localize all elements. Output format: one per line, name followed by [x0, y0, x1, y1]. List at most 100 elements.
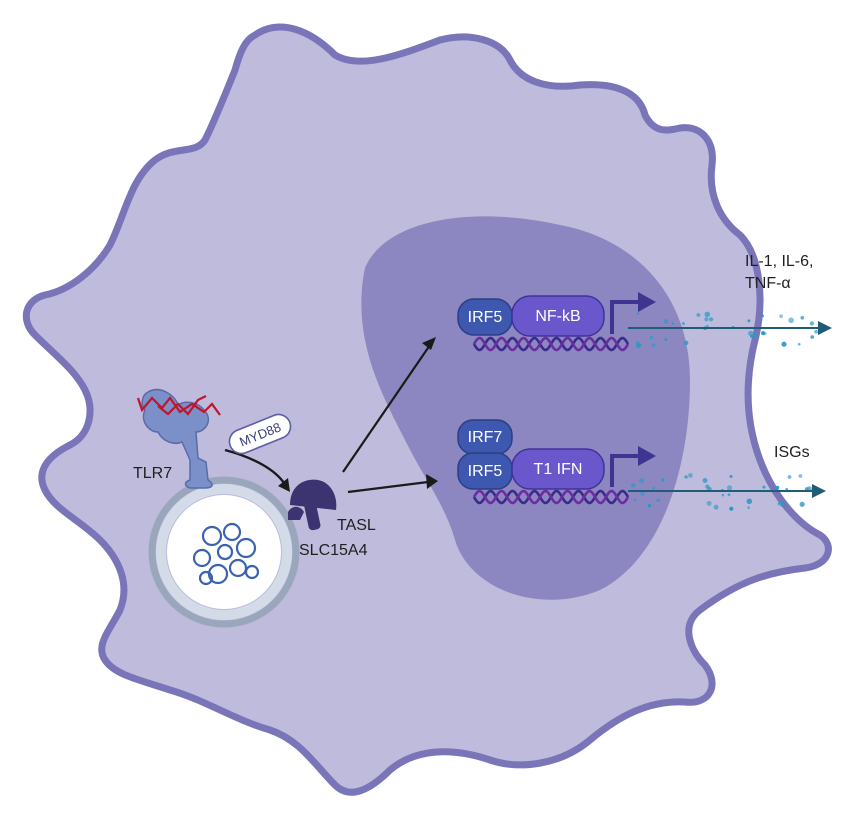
secretion-dot: [688, 473, 693, 478]
secretion-dot: [671, 322, 675, 325]
secretion-dot: [683, 340, 689, 346]
slc15a4-label: SLC15A4: [299, 542, 368, 559]
secretion-dot: [762, 485, 766, 489]
signal-arrows: [342, 337, 438, 494]
secretion-dot: [704, 311, 711, 318]
secretion-dot: [814, 329, 818, 334]
secretion-dot: [810, 335, 814, 339]
secretion-dot: [721, 493, 725, 497]
secretion-dot: [729, 506, 734, 511]
irf5-bottom-label: IRF5: [468, 463, 503, 480]
endosome-outer-ring: [148, 476, 300, 628]
secretion-dot: [636, 312, 640, 315]
myd88-bubble: [228, 413, 292, 455]
cytokines-label-line2: TNF-α: [745, 275, 791, 292]
secretion-dot: [787, 475, 792, 479]
arrow-to-nfkb: [342, 344, 431, 473]
secretion-dot: [761, 331, 766, 336]
dna-bottom: [472, 489, 630, 505]
secretion-dot: [702, 478, 708, 483]
isg-secretion: [628, 473, 826, 511]
secretion-dot: [726, 485, 733, 491]
secretion-dot: [750, 334, 753, 338]
secretion-dot: [788, 317, 794, 324]
cytokine-dots: [636, 311, 818, 348]
cytokines-label-line1: IL-1, IL-6,: [745, 253, 813, 270]
secretion-dot: [746, 498, 753, 505]
tasl-protein: [288, 479, 337, 531]
tlr7-receptor: [136, 388, 221, 489]
secretion-dot: [705, 324, 709, 328]
secretion-dot: [799, 501, 805, 507]
secretion-dot: [640, 491, 645, 496]
secretion-dot: [780, 502, 786, 508]
secretion-dot: [800, 315, 805, 320]
isg-arrowhead: [812, 484, 826, 498]
secretion-dot: [781, 341, 787, 347]
secretion-dot: [651, 343, 656, 348]
arrowhead-to-nfkb: [422, 337, 436, 350]
rna-strand-2: [157, 395, 207, 416]
secretion-dot: [636, 344, 640, 348]
endosome: [148, 476, 300, 628]
secretion-dot: [797, 343, 801, 346]
irf5-top-label: IRF5: [468, 309, 503, 326]
tlr7-label: TLR7: [133, 465, 172, 482]
cytokine-secretion: [628, 311, 832, 348]
t1ifn-complex: IRF7 IRF5 T1 IFN: [457, 419, 656, 505]
myd88-arrowhead: [278, 478, 290, 492]
secretion-dot: [656, 498, 660, 503]
secretion-dot: [705, 484, 710, 489]
secretion-dot: [633, 498, 637, 502]
tasl-label: TASL: [337, 517, 376, 534]
tasl-base: [288, 506, 304, 520]
secretion-dot: [631, 483, 636, 488]
arrowhead-to-t1ifn: [426, 474, 438, 489]
secretion-dot: [760, 314, 764, 318]
secretion-dot: [704, 317, 709, 322]
nucleus: [361, 216, 690, 600]
t1ifn-label: T1 IFN: [534, 461, 583, 478]
nfkb-pill: [511, 295, 605, 337]
nfkb-complex: IRF5 NF-kB: [457, 292, 656, 352]
secretion-dot: [639, 478, 644, 483]
isgs-label: ISGs: [774, 444, 810, 461]
tlr7-body: [141, 388, 213, 489]
secretion-dot: [696, 313, 701, 317]
secretion-dot: [664, 338, 668, 341]
promoter-arrow-bottom: [610, 454, 640, 487]
promoter-arrowhead-top: [638, 292, 656, 312]
secretion-dot: [713, 504, 719, 510]
secretion-dot: [798, 474, 803, 478]
secretion-dot: [729, 475, 733, 478]
secretion-dot: [753, 332, 758, 338]
promoter-arrowhead-bottom: [638, 446, 656, 466]
secretion-dot: [706, 500, 712, 506]
secretion-dot: [684, 475, 688, 479]
secretion-dot: [809, 321, 815, 326]
secretion-dot: [779, 314, 783, 319]
arrow-to-t1ifn: [347, 480, 429, 494]
endosome-cargo: [192, 522, 260, 586]
dna-top: [472, 336, 630, 352]
endosome-inner-ring: [156, 484, 292, 620]
secretion-dot: [649, 335, 654, 340]
secretion-dot: [681, 322, 685, 325]
rna-strand: [136, 396, 221, 416]
myd88-arrow: [224, 448, 285, 484]
irf7-label: IRF7: [468, 429, 503, 446]
t1ifn-pill: [511, 448, 605, 490]
nfkb-label: NF-kB: [535, 308, 580, 325]
cytokine-arrowhead: [818, 321, 832, 335]
endosome-lumen: [167, 495, 281, 609]
dna-top-strand-2: [472, 336, 630, 352]
secretion-dot: [663, 319, 669, 324]
tasl-cap: [290, 479, 337, 510]
secretion-dot: [652, 486, 655, 490]
secretion-dot: [647, 503, 652, 508]
tasl-stem: [303, 497, 321, 531]
secretion-dot: [747, 506, 750, 510]
secretion-dot: [775, 485, 780, 490]
secretion-dot: [709, 317, 714, 322]
